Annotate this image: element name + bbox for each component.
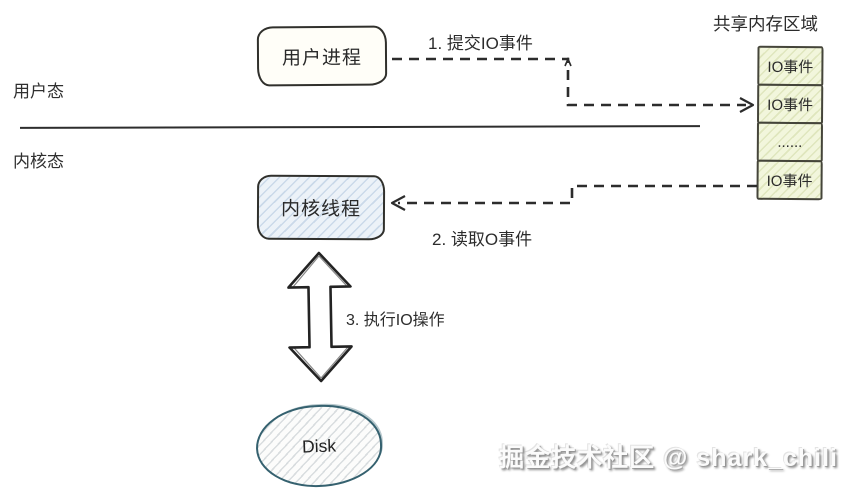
shared-memory-stack: IO事件 IO事件 ...... IO事件 — [756, 45, 824, 201]
step-3-execute-io-label: 3. 执行IO操作 — [346, 312, 445, 329]
kernel-thread-node: 内核线程 — [256, 174, 386, 241]
shared-memory-title: 共享内存区域 — [713, 14, 818, 34]
step-2-read-io-label: 2. 读取O事件 — [432, 230, 533, 249]
user-process-node: 用户进程 — [256, 25, 388, 87]
memory-cell: IO事件 — [756, 159, 823, 201]
memory-cell: IO事件 — [757, 45, 824, 87]
submit-io-arrow — [392, 56, 755, 113]
user-kernel-divider-line — [19, 125, 701, 129]
step-1-submit-io-label: 1. 提交IO事件 — [428, 34, 533, 53]
watermark-text: 掘金技术社区 @ shark_chili — [499, 444, 838, 472]
disk-node: Disk — [254, 402, 384, 488]
disk-label: Disk — [301, 434, 337, 457]
user-mode-label: 用户态 — [13, 82, 64, 101]
execute-io-double-arrow — [287, 251, 353, 383]
memory-cell: IO事件 — [756, 83, 824, 125]
memory-cell: ...... — [756, 121, 824, 163]
read-io-arrow — [390, 184, 757, 211]
kernel-mode-label: 内核态 — [13, 152, 64, 171]
